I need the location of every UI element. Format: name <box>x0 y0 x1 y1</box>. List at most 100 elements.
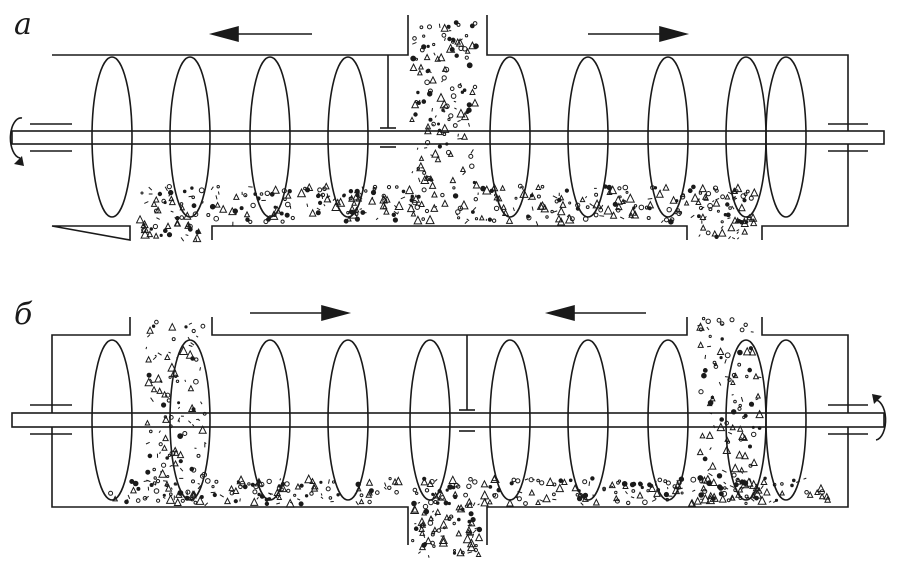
particle <box>718 381 722 386</box>
particle <box>432 544 436 548</box>
particle <box>730 379 736 385</box>
particle <box>593 212 599 218</box>
particle <box>437 497 441 501</box>
particle <box>681 193 685 198</box>
particle <box>156 498 161 503</box>
particle <box>535 221 539 226</box>
particle <box>192 423 195 427</box>
particle <box>155 479 161 484</box>
particle <box>192 233 202 243</box>
particle <box>609 211 618 219</box>
particle <box>698 492 705 498</box>
particle <box>285 201 291 208</box>
particle <box>472 479 478 485</box>
particle <box>166 232 173 238</box>
particle <box>608 188 612 193</box>
particle <box>707 468 710 472</box>
particle <box>468 477 473 482</box>
particle <box>451 515 454 518</box>
particle <box>672 484 677 489</box>
particle <box>310 484 319 492</box>
particle <box>463 492 469 498</box>
particle <box>469 163 475 169</box>
particle <box>431 492 435 496</box>
particle <box>454 482 459 488</box>
particle <box>127 494 131 499</box>
particle <box>719 417 725 422</box>
particle <box>467 524 473 526</box>
particle <box>630 210 640 219</box>
particle <box>223 497 232 505</box>
particle <box>184 495 190 501</box>
particle <box>166 398 172 403</box>
particle <box>709 478 718 487</box>
particle <box>384 482 387 487</box>
particle <box>162 434 169 442</box>
particle <box>748 347 757 356</box>
particle <box>739 327 745 333</box>
particle <box>728 431 733 435</box>
particle <box>297 498 301 501</box>
particle <box>422 503 429 510</box>
particle <box>256 497 259 500</box>
particle <box>433 206 438 208</box>
particle <box>650 185 655 191</box>
conveyor-a <box>9 15 885 241</box>
particle <box>461 132 469 140</box>
particle <box>354 191 359 194</box>
particle <box>428 499 434 506</box>
particle <box>165 392 171 398</box>
particle <box>205 478 211 484</box>
particle <box>209 203 216 210</box>
particle <box>165 456 169 460</box>
particle <box>185 220 192 228</box>
particle <box>375 217 379 221</box>
particle <box>488 485 493 489</box>
particle <box>200 323 206 329</box>
particle <box>474 532 484 542</box>
particle <box>456 108 466 118</box>
particle <box>740 495 743 498</box>
particle <box>410 210 417 217</box>
particle <box>243 193 248 198</box>
particle <box>213 215 219 222</box>
particle <box>655 189 664 198</box>
particle <box>147 453 153 459</box>
particle <box>515 495 519 499</box>
particle <box>474 526 480 530</box>
particle <box>467 551 473 554</box>
particle <box>210 186 214 191</box>
particle <box>158 430 161 433</box>
particle <box>748 401 755 407</box>
particle <box>709 395 716 402</box>
particle <box>724 376 730 378</box>
particle <box>750 497 755 502</box>
particle <box>716 209 720 213</box>
particle <box>582 479 588 485</box>
particle <box>439 98 449 109</box>
particle <box>440 192 445 198</box>
particle <box>716 422 726 432</box>
particle <box>442 526 446 530</box>
particle <box>501 208 510 217</box>
particle <box>430 532 435 537</box>
particle <box>448 516 452 519</box>
particle <box>628 211 635 218</box>
particle <box>602 486 606 491</box>
particle <box>149 227 154 231</box>
particle <box>149 378 153 383</box>
particle <box>471 533 475 538</box>
flow-arrow-left-a <box>208 25 312 43</box>
particle <box>640 485 644 490</box>
particle <box>622 199 626 203</box>
particle <box>472 502 476 507</box>
particle <box>542 493 551 503</box>
particle <box>696 322 705 331</box>
particle <box>161 444 168 451</box>
particle <box>591 204 596 208</box>
particle <box>462 171 466 176</box>
particle <box>140 228 150 239</box>
particle <box>705 230 711 236</box>
particle <box>728 206 732 210</box>
particle <box>157 352 162 356</box>
